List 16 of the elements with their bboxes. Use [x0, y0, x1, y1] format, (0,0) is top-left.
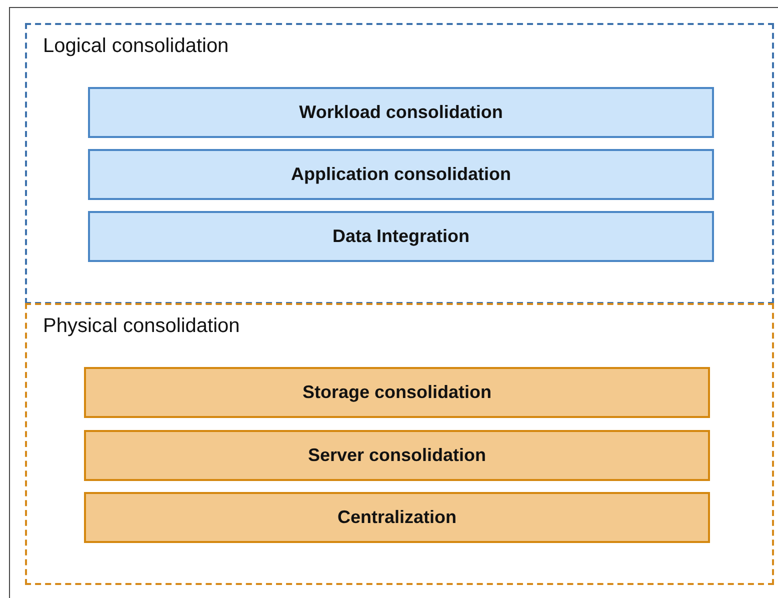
dashed-group-box: [25, 303, 774, 585]
layer-box: [84, 492, 710, 543]
layer-box: [84, 430, 710, 481]
layer-label: Application consolidation: [291, 164, 511, 185]
layer-label: Centralization: [337, 507, 456, 528]
layer-box: [84, 367, 710, 418]
layer-label: Data Integration: [332, 226, 470, 247]
group-heading: Physical consolidation: [43, 315, 240, 338]
layer-box: [88, 149, 714, 200]
group-heading: Logical consolidation: [43, 35, 229, 58]
dashed-group-box: [25, 23, 774, 304]
layer-box: [88, 87, 714, 138]
layer-label: Storage consolidation: [302, 382, 492, 403]
layer-label: Workload consolidation: [299, 102, 503, 123]
layer-label: Server consolidation: [308, 445, 486, 466]
layer-box: [88, 211, 714, 262]
